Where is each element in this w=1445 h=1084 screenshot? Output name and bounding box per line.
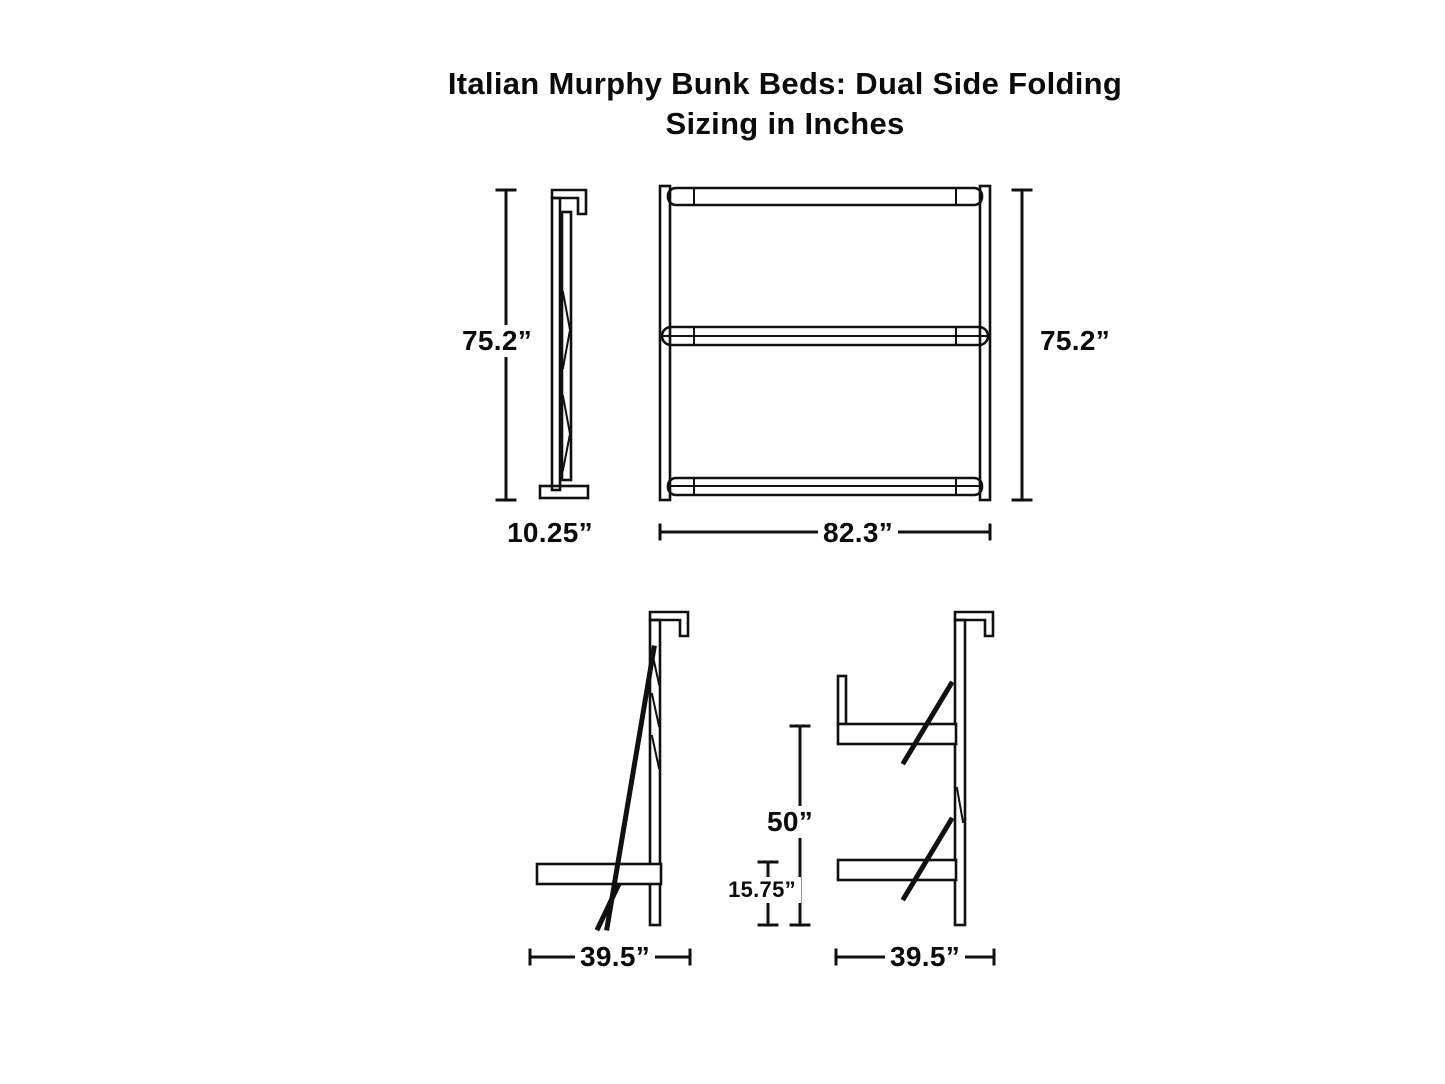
dim-open-bunk-depth-label: 39.5” [885,941,965,973]
front-bottom-bar [666,476,984,497]
dim-open-single-depth-label: 39.5” [575,941,655,973]
open-left-short-strut [594,882,622,932]
side-view-open-right-drawing [836,610,995,927]
dim-closed-height-left-label: 75.2” [457,325,537,357]
dim-closed-width-label: 82.3” [818,517,898,549]
dim-upper-bunk-height-label: 50” [761,806,819,838]
closed-base-foot [538,484,590,500]
open-left-long-strut [604,645,657,931]
open-right-guard-post [836,674,848,726]
front-left-post [658,184,672,502]
lower-bunk-strut [900,816,955,902]
closed-top-hook [550,188,588,216]
dimension-lines [495,188,1033,966]
closed-fold-mark-lower [561,394,572,472]
front-top-bar [666,186,984,207]
front-view-closed-drawing [658,184,992,502]
front-right-post [978,184,992,502]
dim-lower-bunk-height-label: 15.75” [723,877,801,903]
open-left-platform [535,862,663,886]
title-line-1: Italian Murphy Bunk Beds: Dual Side Fold… [447,66,1123,101]
upper-bunk-strut [900,680,955,766]
open-right-top-hook [953,610,995,638]
open-left-top-hook [648,610,690,638]
closed-folded-bed [560,210,573,482]
side-view-open-left-drawing [535,610,690,932]
lower-bunk-platform [836,858,958,882]
dim-closed-depth-label: 10.25” [502,517,598,549]
front-middle-bar [660,325,990,347]
diagram-title: Italian Murphy Bunk Beds: Dual Side Fold… [448,64,1122,144]
title-line-2: Sizing in Inches [665,106,905,141]
upper-bunk-platform [836,722,958,746]
side-view-closed-drawing [538,188,590,500]
closed-fold-mark-upper [561,290,572,370]
dim-closed-height-right-label: 75.2” [1035,325,1115,357]
closed-wall-panel [550,196,562,492]
open-right-fold-mark [955,786,965,824]
dim-closed-height-right-line [1011,188,1033,502]
